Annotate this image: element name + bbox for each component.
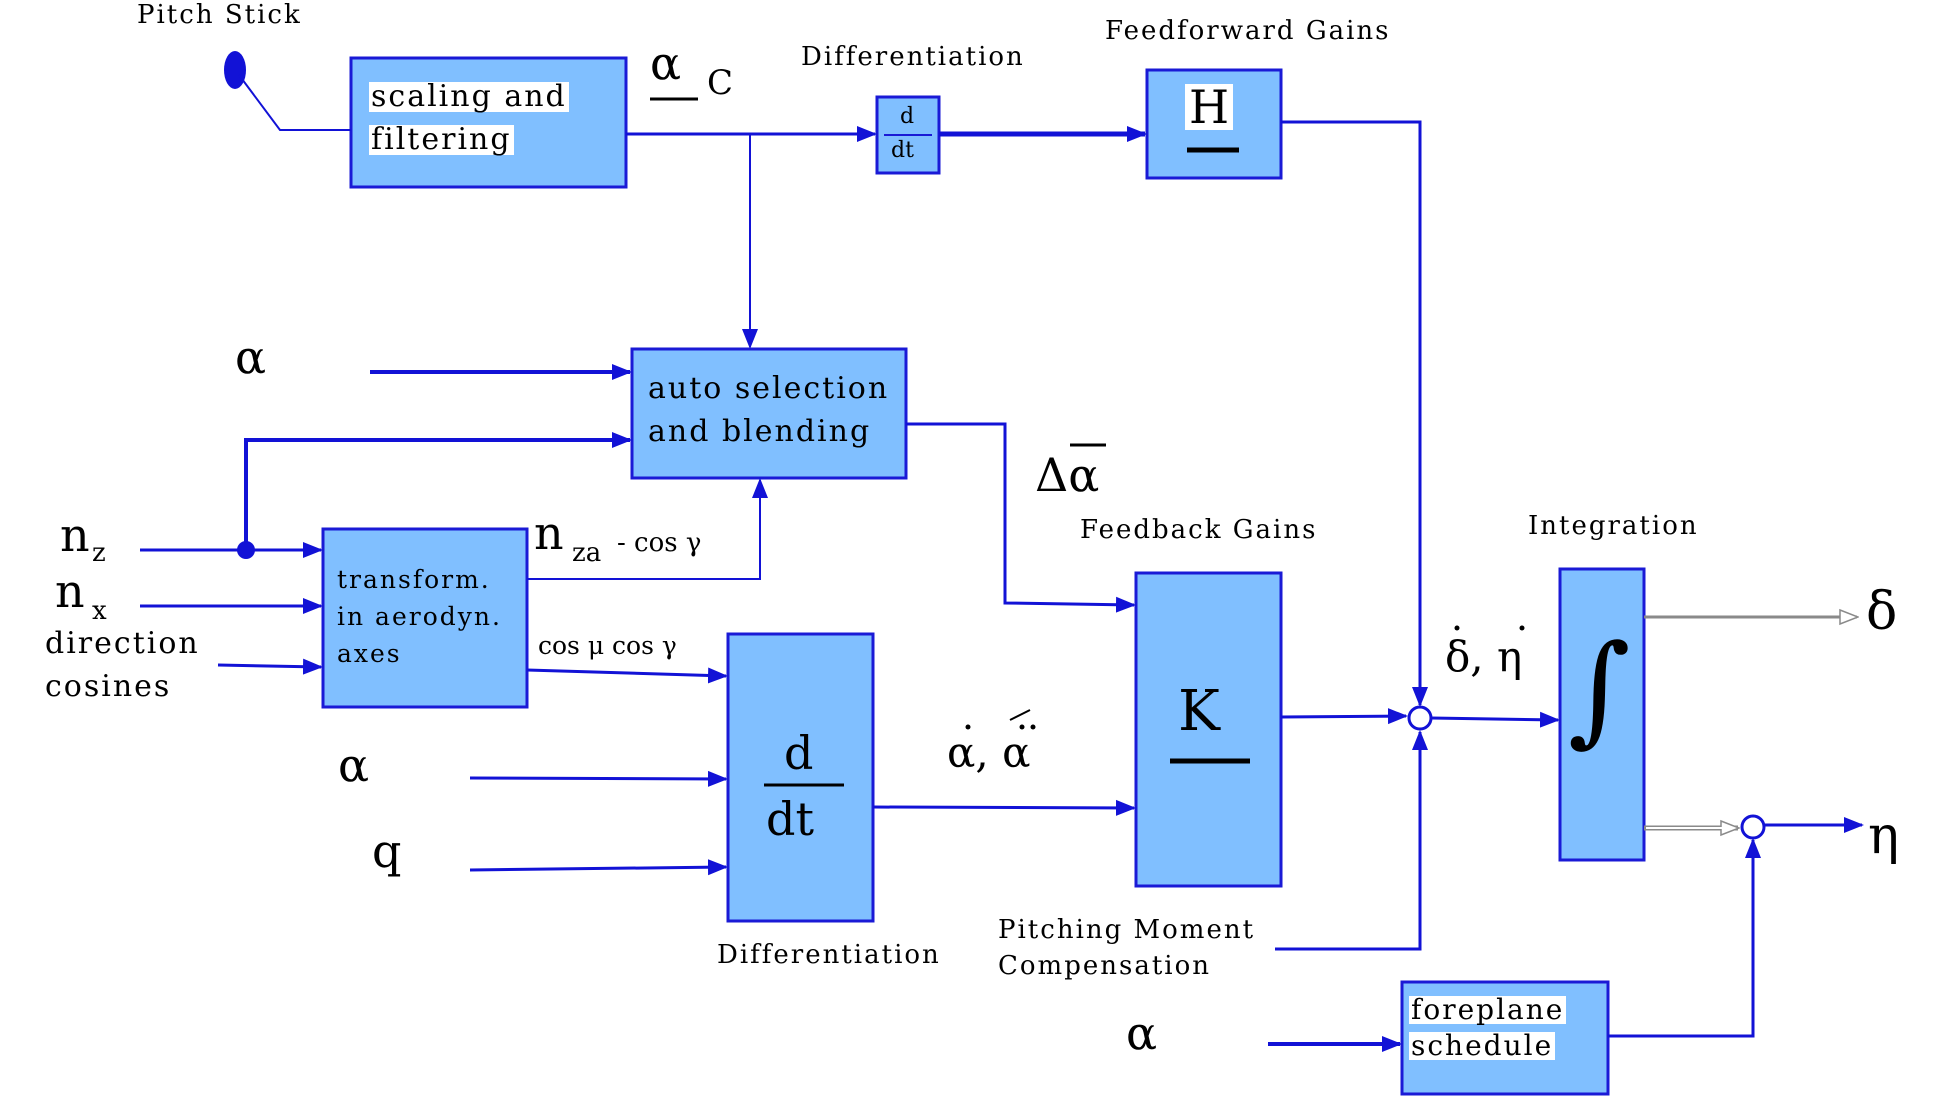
sum-to-integrator-line bbox=[1430, 711, 1560, 728]
cosines-to-transform-line bbox=[217, 658, 323, 675]
nza-symbol: n bbox=[534, 506, 564, 560]
feedback-gain-k: K bbox=[1178, 679, 1220, 744]
nza-expr: - cos γ bbox=[617, 528, 702, 558]
cos-mu-cos-gamma: cos μ cos γ bbox=[538, 631, 677, 660]
nza-sub: za bbox=[572, 538, 602, 568]
auto-selection-line2: and blending bbox=[648, 414, 872, 449]
h-to-sum-line bbox=[1281, 120, 1428, 707]
summing-junction-2 bbox=[1740, 814, 1766, 840]
direction-cosines-line2: cosines bbox=[45, 669, 172, 704]
feedback-gain-block bbox=[1134, 571, 1283, 888]
delta-output: δ bbox=[1866, 582, 1898, 642]
pitch-stick-label: Pitch Stick bbox=[137, 0, 302, 30]
alpha-ddot-mark-1 bbox=[1019, 724, 1025, 730]
integrator-symbol: ∫ bbox=[1568, 620, 1631, 759]
pitching-moment-line2: Compensation bbox=[998, 951, 1211, 981]
k-to-sum-line bbox=[1280, 708, 1408, 725]
summing-junction-1 bbox=[1407, 705, 1433, 731]
direction-cosines-line1: direction bbox=[45, 626, 200, 661]
diff-big-den: dt bbox=[766, 792, 814, 846]
delta-alpha-bar-symbol: Δα bbox=[1035, 448, 1100, 502]
nx-sub: x bbox=[92, 596, 107, 626]
pitching-moment-line1: Pitching Moment bbox=[998, 915, 1256, 945]
nz-to-auto-line bbox=[244, 432, 632, 550]
pitch-stick-wire bbox=[238, 74, 351, 131]
alpha-input-3: α bbox=[1126, 1006, 1158, 1060]
delta-dot-mark bbox=[1454, 625, 1460, 631]
diff-small-num: d bbox=[900, 104, 915, 129]
nz-sub: z bbox=[92, 538, 106, 568]
nza-to-auto-line bbox=[527, 478, 768, 580]
scaling-line1: scaling and bbox=[369, 79, 569, 114]
foreplane-line1: foreplane bbox=[1409, 993, 1567, 1026]
transform-line1: transform. bbox=[337, 565, 491, 594]
scaling-filtering-block bbox=[349, 56, 628, 189]
pitch-stick-icon bbox=[224, 51, 246, 89]
transform-line3: axes bbox=[337, 639, 402, 668]
differentiation-big-block bbox=[726, 632, 875, 923]
auto-selection-block bbox=[630, 347, 908, 480]
diff-big-num: d bbox=[784, 726, 814, 780]
foreplane-to-sum-line bbox=[1608, 838, 1761, 1038]
eta-dot-mark bbox=[1519, 625, 1525, 631]
alpha-dot-ddot: α, α bbox=[947, 728, 1031, 777]
alpha-c-symbol: α bbox=[650, 36, 682, 90]
alpha-dot-mark bbox=[965, 724, 971, 730]
diff-small-den: dt bbox=[891, 138, 914, 163]
transform-line2: in aerodyn. bbox=[337, 602, 502, 631]
feedback-gains-label: Feedback Gains bbox=[1080, 515, 1318, 545]
q-input: q bbox=[372, 824, 402, 878]
cos-mu-to-diff-line bbox=[526, 667, 728, 684]
scaling-line2: filtering bbox=[369, 122, 514, 157]
alpha-input-2: α bbox=[338, 738, 370, 792]
alpha-ddot-mark-2 bbox=[1030, 724, 1036, 730]
alpha-input-1: α bbox=[235, 330, 267, 384]
alpha-c-sub: C bbox=[707, 63, 734, 103]
integrator-block bbox=[1558, 567, 1646, 862]
nx-symbol: n bbox=[55, 564, 85, 618]
q-to-diff-line bbox=[469, 859, 728, 876]
feedforward-gains-label: Feedforward Gains bbox=[1105, 16, 1391, 46]
alpha-hat-mark bbox=[1009, 709, 1031, 721]
nz-junction-dot bbox=[237, 541, 255, 559]
alpha-to-diff-line bbox=[469, 770, 728, 787]
integration-label: Integration bbox=[1528, 511, 1699, 541]
differentiation-top-label: Differentiation bbox=[801, 42, 1025, 72]
differentiation-bottom-label: Differentiation bbox=[717, 940, 941, 970]
feedforward-gain-h: H bbox=[1185, 84, 1234, 130]
diff-to-k-line bbox=[872, 799, 1136, 816]
auto-selection-line1: auto selection bbox=[648, 371, 890, 406]
pitching-moment-line bbox=[1275, 730, 1428, 951]
eta-output: η bbox=[1868, 806, 1900, 866]
transform-block bbox=[321, 527, 529, 709]
delta-eta-dot: δ, η bbox=[1445, 632, 1523, 681]
nz-symbol: n bbox=[60, 508, 90, 562]
auto-to-k-line bbox=[906, 422, 1136, 613]
foreplane-line2: schedule bbox=[1409, 1029, 1556, 1062]
